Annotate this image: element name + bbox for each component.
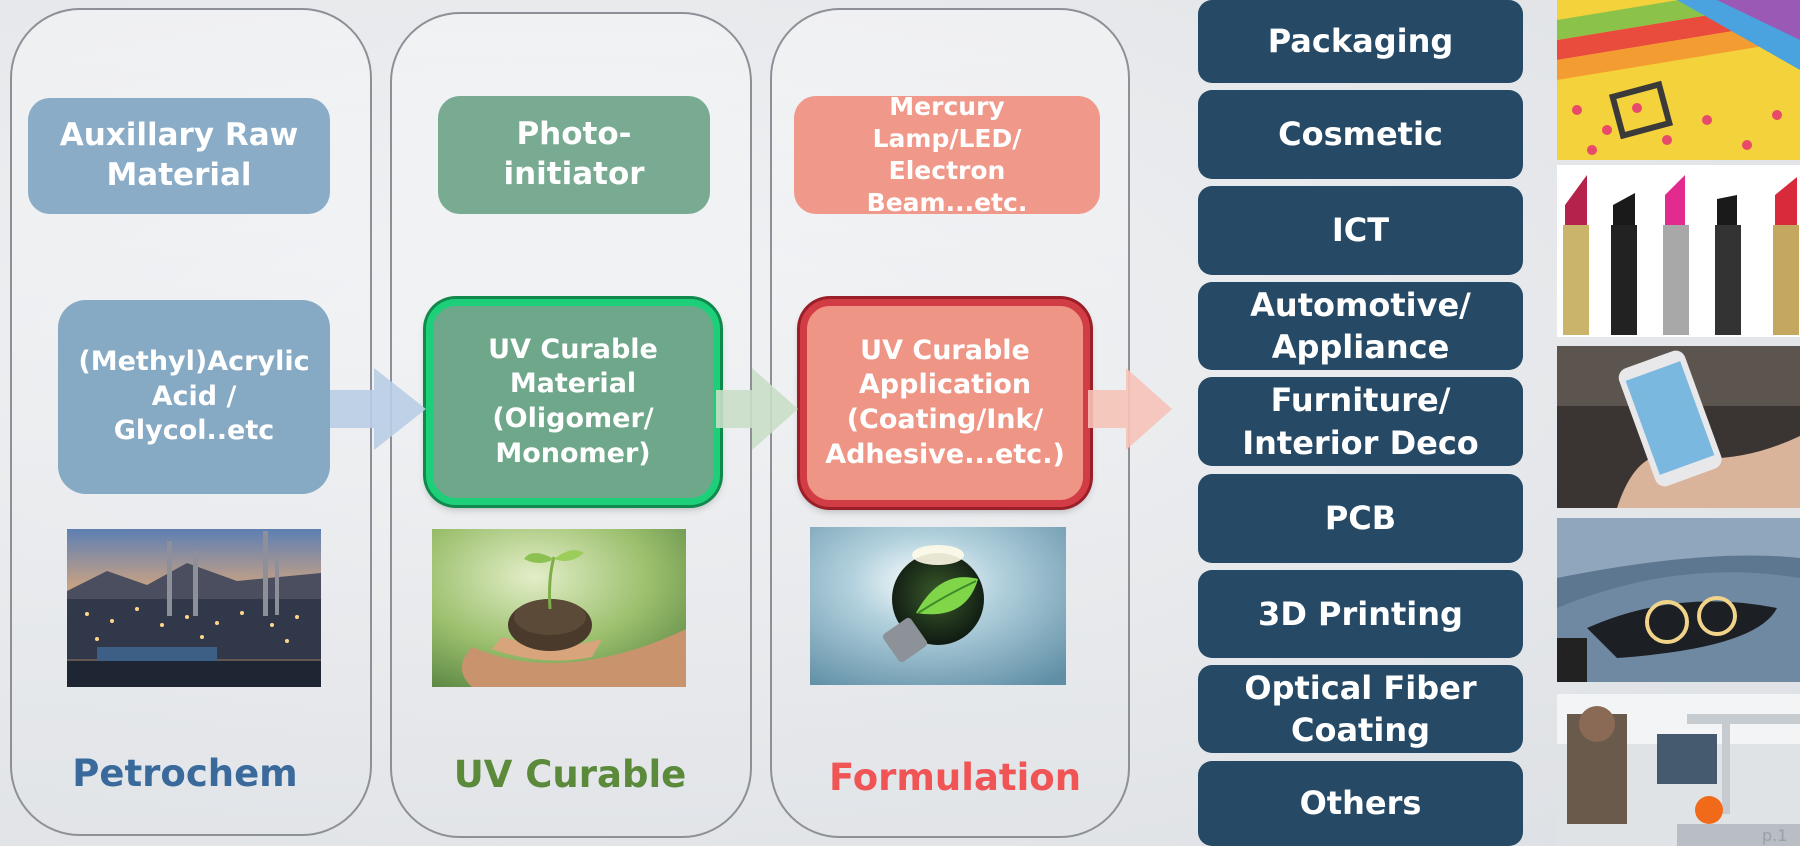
industry-packaging-label: Packaging [1267, 22, 1454, 61]
uv-curable-application-box: UV Curable Application (Coating/Ink/ Adh… [800, 299, 1090, 507]
industry-others: Others [1198, 761, 1523, 846]
industry-furniture-interior-label: Furniture/ Interior Deco [1242, 381, 1479, 462]
industry-automotive-appliance: Automotive/ Appliance [1198, 282, 1523, 370]
uv-curable-material-box: UV Curable Material (Oligomer/ Monomer) [426, 299, 720, 505]
industry-pcb: PCB [1198, 474, 1523, 563]
mercury-lamp-box: Mercury Lamp/LED/ Electron Beam...etc. [794, 92, 1100, 217]
industry-furniture-interior: Furniture/ Interior Deco [1198, 377, 1523, 466]
formulation-label: Formulation [828, 756, 1082, 799]
auxiliary-raw-material-text: Auxillary Raw Material [59, 117, 299, 193]
industry-cosmetic: Cosmetic [1198, 90, 1523, 179]
smartphone-photo [1557, 346, 1800, 508]
methyl-acrylic-acid-box: (Methyl)Acrylic Acid / Glycol..etc [58, 300, 330, 494]
photo-initiator-box: Photo-initiator [438, 96, 710, 214]
car-headlight-photo [1557, 518, 1800, 682]
uv-curable-label: UV Curable [453, 753, 687, 796]
industry-pcb-label: PCB [1324, 499, 1397, 538]
sprout-in-hand-photo [432, 529, 686, 687]
photo-initiator-text: Photo-initiator [503, 116, 645, 192]
industry-others-label: Others [1299, 784, 1422, 823]
color-swatch-photo [1557, 0, 1800, 160]
lipstick-photo [1557, 165, 1800, 337]
page-number: p.1 [1762, 826, 1788, 845]
industry-automotive-appliance-label: Automotive/ Appliance [1250, 285, 1471, 366]
industry-packaging: Packaging [1198, 0, 1523, 83]
mercury-lamp-text: Mercury Lamp/LED/ Electron Beam...etc. [866, 92, 1028, 217]
uv-curable-material-text: UV Curable Material (Oligomer/ Monomer) [488, 333, 658, 469]
industry-optical-fiber-label: Optical Fiber Coating [1244, 668, 1477, 749]
industry-cosmetic-label: Cosmetic [1278, 115, 1443, 154]
arrow-petrochem-to-uv [330, 368, 426, 450]
industry-ict: ICT [1198, 186, 1523, 275]
industry-optical-fiber: Optical Fiber Coating [1198, 665, 1523, 753]
petrochem-label: Petrochem [72, 752, 298, 795]
methyl-acrylic-acid-text: (Methyl)Acrylic Acid / Glycol..etc [78, 346, 310, 447]
leaf-bulb-photo [810, 527, 1066, 685]
refinery-photo [67, 529, 321, 687]
industry-3d-printing-label: 3D Printing [1258, 594, 1463, 633]
industry-ict-label: ICT [1331, 211, 1390, 250]
arrow-uv-to-formulation [716, 368, 798, 450]
arrow-formulation-to-industries [1088, 368, 1172, 450]
3d-printer-photo [1557, 694, 1800, 846]
uv-curable-application-text: UV Curable Application (Coating/Ink/ Adh… [825, 334, 1065, 470]
industry-3d-printing: 3D Printing [1198, 570, 1523, 658]
auxiliary-raw-material-box: Auxillary Raw Material [28, 98, 330, 214]
